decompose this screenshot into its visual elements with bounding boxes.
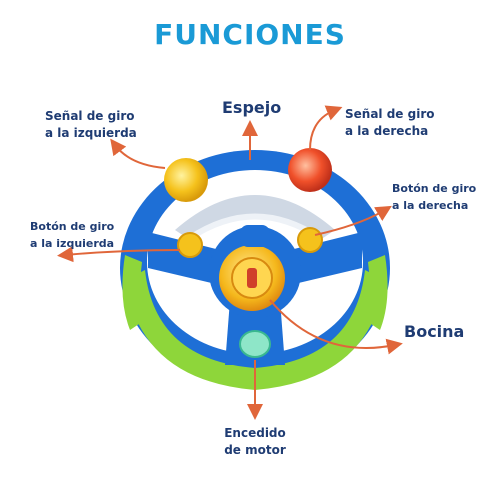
left-spoke [148,232,220,285]
label-line: Encedido [224,426,286,440]
label-engine-start: Encedido de motor [200,425,310,459]
callout-arrows [57,105,403,420]
left-turn-signal-light [164,158,208,202]
label-horn: Bocina [404,322,465,341]
page-title: FUNCIONES [154,18,346,51]
label-right-turn-signal: Señal de giro a la derecha [345,106,434,140]
label-line: a la izquierda [30,237,115,250]
label-line: Botón de giro [30,220,115,233]
right-turn-button[interactable] [297,227,323,253]
label-right-turn-button: Botón de giro a la derecha [392,180,476,214]
right-turn-signal-light [288,148,332,192]
left-turn-button[interactable] [177,232,203,258]
mirror [175,195,335,240]
label-line: Señal de giro [345,107,435,121]
label-line: Botón de giro [392,182,477,195]
wheel-grip-lower [125,270,385,390]
label-line: a la derecha [392,199,469,212]
engine-start-button[interactable] [239,330,271,358]
label-line: Señal de giro [45,109,135,123]
label-line: de motor [224,443,286,457]
right-spoke [290,232,362,285]
label-left-turn-signal: Señal de giro a la izquierda [45,108,137,142]
label-line: a la izquierda [45,126,137,140]
label-mirror: Espejo [222,98,282,117]
label-left-turn-button: Botón de giro a la izquierda [30,218,114,252]
label-line: a la derecha [345,124,429,138]
